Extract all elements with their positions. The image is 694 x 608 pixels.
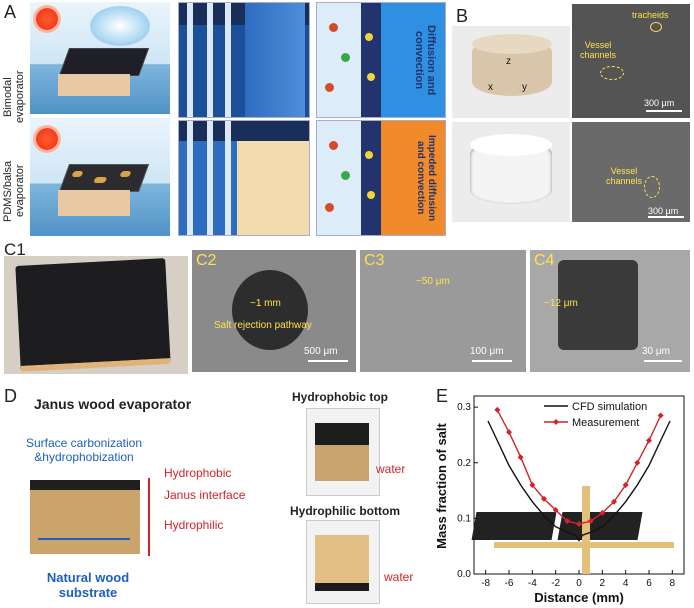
janus-evaporator-photo	[4, 256, 188, 374]
bimodal-channel-diagram	[178, 2, 310, 118]
impeded-text: Impeded diffusion and convection	[415, 134, 437, 222]
panel-label-d: D	[4, 386, 17, 406]
measurement-point	[611, 498, 617, 505]
measurement-point	[494, 406, 501, 413]
x-tick-label: 4	[623, 578, 629, 589]
sun-icon	[36, 128, 58, 150]
legend-marker	[553, 419, 559, 425]
panel-label-c2: C2	[196, 252, 217, 269]
hydrophilic-bottom-title: Hydrophilic bottom	[290, 504, 400, 518]
y-tick-label: 0.1	[457, 513, 471, 524]
bimodal-evaporator-label: Bimodal evaporator	[2, 70, 26, 124]
panel-label-a: A	[4, 2, 17, 22]
measurement-point	[646, 437, 652, 444]
c2-sem-image: C2 ~1 mm Salt rejection pathway 500 μm	[192, 250, 356, 372]
panel-label-b: B	[456, 6, 469, 26]
x-tick-label: 2	[600, 578, 606, 589]
measurement-point	[552, 507, 559, 514]
measurement-point	[564, 518, 571, 525]
hydrophobic-top-title: Hydrophobic top	[292, 390, 388, 404]
salt-fraction-chart: -8 -6 -4 -2 0 2 4 6 8 0.0 0.1 0.2 0.3 CFD simulation…	[434, 395, 685, 605]
x-tick-label: 0	[576, 578, 582, 589]
evaporator-block	[58, 164, 150, 192]
c3-sem-image: C3 ~50 μm 100 μm	[360, 250, 526, 372]
measurement-point	[622, 482, 629, 488]
axis-y-label: y	[522, 82, 527, 93]
c2-scale-label: 500 μm	[304, 346, 338, 357]
diffusion-box: Diffusion and convection	[316, 2, 446, 118]
vapor-plume	[90, 6, 150, 46]
impeded-box: Impeded diffusion and convection	[316, 120, 446, 236]
pdms-illustration	[30, 118, 170, 236]
c3-size-label: ~50 μm	[416, 276, 450, 287]
vessel-channels-label-2: Vessel channels	[605, 166, 643, 186]
hydrophobic-label: Hydrophobic	[164, 466, 232, 480]
measurement-point	[599, 509, 606, 516]
c4-scale-label: 30 μm	[642, 346, 670, 357]
hydrophobic-top-image	[306, 408, 380, 496]
water-label-1: water	[376, 462, 406, 476]
y-tick-label: 0.3	[457, 402, 471, 413]
y-tick-label: 0.0	[457, 569, 471, 580]
wood-block	[30, 480, 140, 554]
natural-wood-label: Natural wood substrate	[46, 570, 130, 600]
evaporator-body	[58, 74, 130, 96]
measurement-point	[634, 459, 641, 466]
vessel-channels-label: Vessel channels	[579, 40, 617, 60]
measurement-point	[529, 482, 536, 488]
pdms-sem-image: Vessel channels 300 μm	[572, 122, 690, 222]
salt-rejection-label: Salt rejection pathway	[214, 320, 312, 331]
surface-label: Surface carbonization &hydrophobization	[25, 436, 143, 464]
panel-label-c1: C1	[4, 240, 26, 259]
bimodal-illustration	[30, 2, 170, 114]
diffusion-text: Diffusion and convection	[413, 24, 437, 96]
pdms-sample-photo	[452, 122, 570, 222]
measurement-point	[657, 412, 664, 419]
scale-label: 300 μm	[644, 98, 675, 108]
measurement-point	[517, 454, 524, 461]
pdms-channel-diagram	[178, 120, 310, 236]
water-label-2: water	[384, 570, 414, 584]
legend-label-1: Measurement	[572, 417, 639, 429]
x-tick-label: 8	[670, 578, 676, 589]
hydrophilic-label: Hydrophilic	[164, 518, 224, 532]
measurement-point	[576, 520, 582, 527]
x-tick-label: -8	[481, 578, 490, 589]
x-axis-label: Distance (mm)	[534, 590, 624, 605]
pdms-evaporator-label: PDMS/balsa evaporator	[2, 160, 26, 222]
x-tick-label: -6	[505, 578, 514, 589]
janus-title: Janus wood evaporator	[34, 396, 192, 412]
evaporator-block	[58, 48, 150, 76]
balsa-sample-photo: z x y	[452, 26, 570, 118]
x-tick-label: -2	[551, 578, 560, 589]
x-tick-label: -4	[528, 578, 537, 589]
inset-illustration	[471, 486, 674, 574]
scale-label-2: 300 μm	[648, 206, 679, 216]
c4-sem-image: C4 ~12 μm 30 μm	[530, 250, 690, 372]
axis-x-label: x	[488, 82, 493, 93]
y-tick-label: 0.2	[457, 458, 471, 469]
measurement-point	[506, 429, 512, 436]
measurement-point	[587, 518, 594, 525]
c3-scale-label: 100 μm	[470, 346, 504, 357]
x-tick-label: 6	[646, 578, 652, 589]
c4-size-label: ~12 μm	[544, 298, 578, 309]
panel-label-c3: C3	[364, 252, 385, 269]
evaporator-body	[58, 190, 130, 216]
sun-icon	[36, 8, 58, 30]
hydrophilic-bottom-image	[306, 520, 380, 604]
c2-size-label: ~1 mm	[250, 298, 281, 309]
panel-label-c4: C4	[534, 252, 555, 269]
legend-label-0: CFD simulation	[572, 401, 647, 413]
y-axis-label: Mass fraction of salt	[434, 422, 449, 548]
measurement-point	[541, 495, 547, 502]
series-line-0	[487, 420, 671, 542]
tracheids-label: tracheids	[632, 10, 669, 20]
janus-interface-label: Janus interface	[164, 488, 246, 502]
balsa-sem-image: tracheids Vessel channels 300 μm	[572, 4, 690, 118]
panel-label-e: E	[436, 386, 449, 406]
axis-z-label: z	[506, 56, 511, 67]
